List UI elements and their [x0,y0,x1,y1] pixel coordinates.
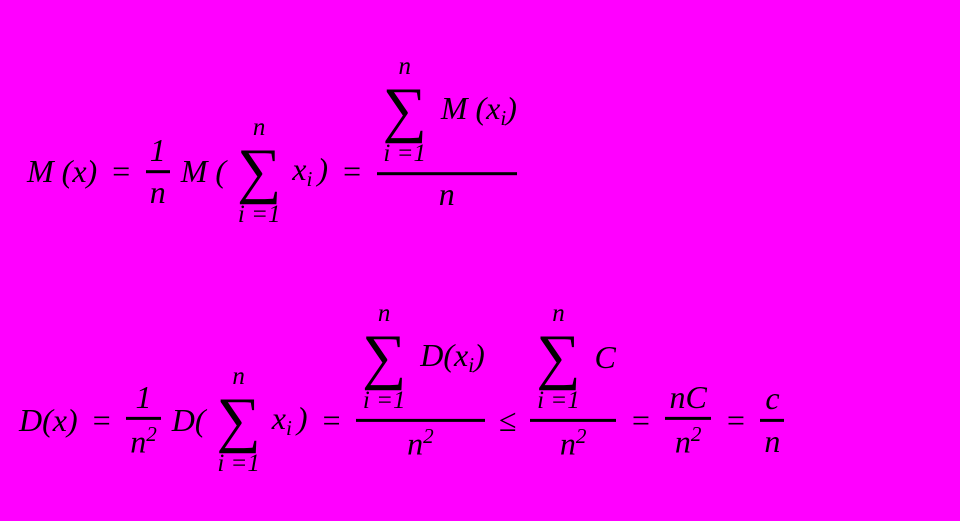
func-m-open: M ( [440,90,487,127]
sum-upper-limit: n [252,114,266,142]
subscript-i: i [285,415,292,440]
sum-upper-limit: n [377,299,391,327]
denominator-n-squared: n2 [126,423,161,459]
f1-operator-m-open: M ( [180,153,227,190]
var-x: x [486,90,501,127]
close-paren: ) [317,151,329,188]
fraction-bar [145,170,170,174]
fraction-bar [760,418,785,422]
fraction-bar [356,418,485,422]
sum-lower-limit: i =1 [537,386,580,414]
big-fraction-sum-d: n ∑ i =1 D(xi) n2 [356,299,485,461]
var-n: n [130,423,147,460]
fraction-numerator: c [765,379,780,416]
fraction-denominator: n [438,176,455,213]
equals-sign: = [110,153,132,190]
fraction-1-over-n-squared: 1 n2 [126,378,161,460]
term-x-sub-i: xi) [272,400,308,439]
summation: n ∑ i =1 [536,299,580,416]
var-x: x [454,336,469,373]
summation: n ∑ i =1 [237,113,281,230]
denominator-n-squared: n2 [403,425,438,461]
exponent-2: 2 [146,422,157,447]
exponent-2: 2 [575,423,587,448]
sum-lower-limit: i =1 [217,449,260,477]
equals-sign: = [629,401,652,438]
fraction-nc-over-n-squared: nC n2 [665,378,711,460]
sum-lower-limit: i =1 [383,140,426,168]
term-x-sub-i: xi) [292,152,328,191]
fraction-c-over-n: c n [760,379,785,459]
big-fraction-sum-c: n ∑ i =1 C n2 [530,299,616,461]
func-d-open: D( [420,336,455,373]
sigma-icon: ∑ [382,76,427,145]
big-fraction-sum-m: n ∑ i =1 M (xi) n [376,52,517,213]
fraction-bar [530,418,616,422]
close-paren: ) [296,399,308,436]
summation: n ∑ i =1 [217,361,261,478]
subscript-i: i [468,352,475,377]
var-x: x [271,399,286,436]
const-c: C [594,338,616,375]
equals-sign: = [724,401,747,438]
var-n: n [674,423,691,460]
fraction-bar [665,417,711,421]
fraction-numerator: n ∑ i =1 M (xi) [377,52,517,169]
fraction-1-over-n: 1 n [145,131,170,211]
sigma-icon: ∑ [536,322,581,391]
d-of-x-i: D(xi) [420,336,485,377]
sigma-icon: ∑ [237,137,282,206]
m-of-x-i: M (xi) [440,90,517,131]
less-equal-sign: ≤ [498,401,517,438]
equals-sign: = [320,401,343,438]
fraction-bar [376,172,517,176]
sum-upper-limit: n [232,362,245,390]
var-n: n [559,425,576,462]
fraction-numerator: n ∑ i =1 C [530,299,616,416]
fraction-denominator: n [149,174,166,211]
var-x: x [292,151,307,188]
summation: n ∑ i =1 [383,52,427,169]
sum-lower-limit: i =1 [362,386,406,414]
exponent-2: 2 [423,423,434,448]
equals-sign: = [90,401,113,438]
formula-variance-of-mean: D(x) = 1 n2 D( n ∑ i =1 xi) = n ∑ i =1 D… [14,300,790,501]
fraction-numerator: 1 [135,378,152,415]
fraction-numerator: n ∑ i =1 D(xi) [356,299,485,416]
sigma-icon: ∑ [362,322,407,391]
f2-lhs: D(x) [19,401,78,438]
denominator-n-squared: n2 [671,423,706,459]
f1-lhs: M (x) [27,153,98,190]
sum-upper-limit: n [398,53,411,81]
sum-lower-limit: i =1 [237,201,281,229]
exponent-2: 2 [690,422,702,447]
sigma-icon: ∑ [216,385,261,454]
sum-upper-limit: n [552,299,565,327]
subscript-i: i [306,167,313,192]
fraction-denominator: n [764,422,781,459]
close-paren: ) [506,90,517,127]
subscript-i: i [500,106,507,131]
close-paren: ) [474,336,485,373]
f2-operator-d-open: D( [171,401,206,438]
fraction-bar [126,417,161,421]
formula-expectation-of-mean: M (x) = 1 n M ( n ∑ i =1 xi) = n ∑ i =1 … [22,53,523,252]
equals-sign: = [341,153,363,190]
fraction-numerator: nC [669,378,707,415]
var-n: n [407,425,424,462]
fraction-numerator: 1 [149,131,166,168]
summation: n ∑ i =1 [362,299,406,416]
denominator-n-squared: n2 [556,425,591,461]
